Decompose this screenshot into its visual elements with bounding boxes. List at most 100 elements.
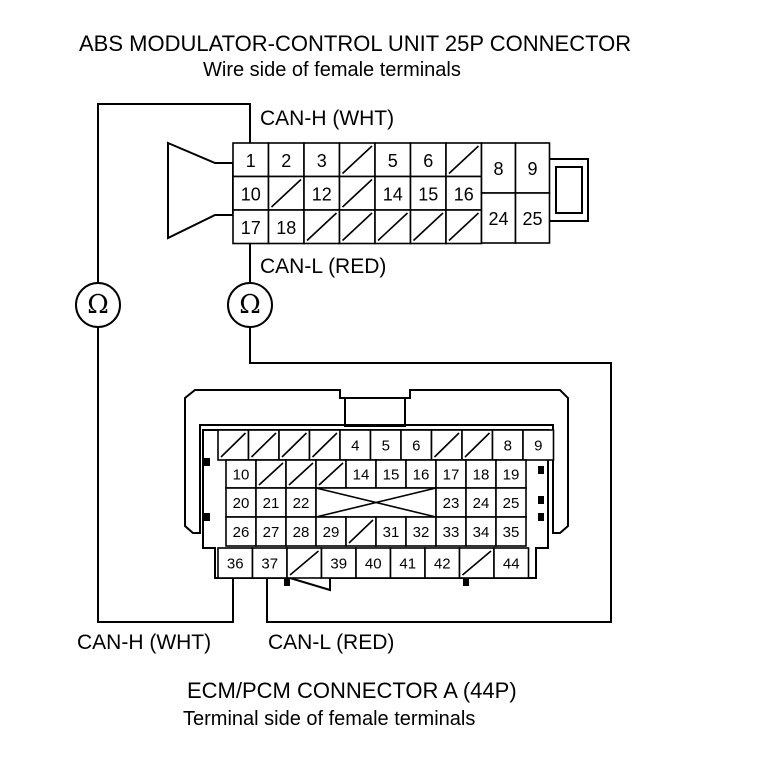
can-l-wire-ecm: [249, 327, 612, 623]
pin-number: 23: [443, 495, 460, 512]
ecm-terminal-cell: 40: [355, 547, 392, 579]
pin-number: 31: [383, 524, 400, 541]
abs-terminal-cell: [409, 209, 447, 245]
ecm-terminal-cell: 31: [375, 516, 407, 547]
pin-number: 17: [241, 218, 261, 238]
pin-number: 20: [233, 495, 250, 512]
abs-can-h-label: CAN-H (WHT): [260, 107, 394, 130]
abs-terminal-cell: 25: [514, 192, 551, 244]
empty-cavity-mark: [281, 432, 308, 458]
ecm-terminal-cell: 44: [493, 547, 530, 579]
pin-number: 10: [233, 467, 250, 484]
abs-terminal-cell: [338, 142, 376, 178]
pin-number: 10: [241, 184, 261, 204]
ecm-terminal-cell: [308, 429, 341, 461]
test-wires: [97, 103, 612, 623]
pin-number: 29: [323, 524, 340, 541]
empty-cavity-mark: [311, 432, 338, 458]
abs-terminal-cell: 5: [374, 142, 412, 178]
pin-number: 25: [503, 495, 520, 512]
pin-number: 5: [382, 438, 390, 455]
ecm-terminal-cell: 34: [465, 516, 497, 547]
ecm-terminal-cell: 4: [339, 429, 372, 461]
pin-number: 24: [488, 209, 508, 229]
abs-terminal-cell: 12: [303, 175, 341, 211]
abs-terminal-cell: [445, 142, 483, 178]
ecm-terminal-cell: 14: [345, 459, 377, 489]
abs-terminal-cell: [374, 209, 412, 245]
pin-number: 16: [454, 184, 474, 204]
ohmmeter-right: Ω: [227, 282, 273, 328]
ecm-terminal-cell: 39: [320, 547, 357, 579]
pin-number: 4: [351, 438, 359, 455]
ecm-terminal-cell: [345, 516, 377, 547]
pin-number: 22: [293, 495, 310, 512]
abs-terminal-cell: [303, 209, 341, 245]
empty-cavity-mark: [220, 432, 247, 458]
pin-number: 26: [233, 524, 250, 541]
pin-number: 14: [353, 467, 370, 484]
ecm-terminal-cell: [285, 459, 317, 489]
abs-terminal-cell: 16: [445, 175, 483, 211]
pin-number: 35: [503, 524, 520, 541]
ecm-terminal-cell: 22: [285, 487, 317, 518]
ecm-terminal-cell: 15: [375, 459, 407, 489]
ecm-terminal-cell: 32: [405, 516, 437, 547]
pin-number: 18: [473, 467, 490, 484]
ecm-terminal-cell: 10: [225, 459, 257, 489]
ohmmeter-left: Ω: [75, 282, 121, 328]
pin-number: 6: [412, 438, 420, 455]
can-h-wire-ecm: [97, 327, 234, 623]
ecm-terminal-cell: 36: [217, 547, 254, 579]
empty-cavity-mark: [448, 212, 480, 242]
pin-number: 19: [503, 467, 520, 484]
pin-number: 41: [399, 556, 416, 573]
ecm-terminal-cell: 21: [255, 487, 287, 518]
abs-terminal-cell: 9: [514, 142, 551, 194]
ecm-terminal-cell: [278, 429, 311, 461]
empty-cavity-mark: [448, 145, 480, 175]
pin-number: 2: [281, 151, 291, 171]
empty-cavity-mark: [250, 432, 277, 458]
abs-connector-latch: [167, 141, 234, 240]
ecm-connector-lock: [344, 397, 406, 427]
pin-number: 37: [261, 556, 278, 573]
empty-cavity-mark: [341, 145, 373, 175]
abs-connector-title: ABS MODULATOR-CONTROL UNIT 25P CONNECTOR: [79, 31, 631, 56]
pin-number: 24: [473, 495, 490, 512]
pin-number: 16: [413, 467, 430, 484]
abs-can-l-label: CAN-L (RED): [260, 255, 386, 278]
ecm-terminal-cell: 5: [369, 429, 402, 461]
empty-cavity-mark: [306, 212, 338, 242]
abs-terminal-cell: 1: [232, 142, 270, 178]
empty-cavity-mark: [289, 550, 320, 576]
pin-number: 21: [263, 495, 280, 512]
pin-number: 9: [527, 159, 537, 179]
empty-cavity-mark: [464, 432, 491, 458]
pin-number: 36: [227, 556, 244, 573]
ecm-terminal-cell: 28: [285, 516, 317, 547]
abs-terminal-cell: 8: [480, 142, 517, 194]
ecm-terminal-cell: [286, 547, 323, 579]
empty-cavity-mark: [412, 212, 444, 242]
ecm-connector-housing: [184, 389, 569, 534]
ecm-terminal-cell: 26: [225, 516, 257, 547]
pin-number: 12: [312, 184, 332, 204]
ecm-terminal-cell: 33: [435, 516, 467, 547]
pin-number: 33: [443, 524, 460, 541]
pin-number: 28: [293, 524, 310, 541]
pin-number: 3: [317, 151, 327, 171]
ecm-can-l-label: CAN-L (RED): [268, 631, 394, 654]
empty-cavity-mark: [318, 462, 344, 486]
ecm-terminal-cell: [461, 429, 494, 461]
pin-number: 17: [443, 467, 460, 484]
ecm-terminal-cell: 35: [495, 516, 527, 547]
pin-number: 25: [522, 209, 542, 229]
pin-number: 9: [534, 438, 542, 455]
ohm-icon: Ω: [239, 290, 261, 320]
empty-cavity-mark: [288, 462, 314, 486]
ecm-terminal-cell: 27: [255, 516, 287, 547]
ecm-terminal-cell: 17: [435, 459, 467, 489]
